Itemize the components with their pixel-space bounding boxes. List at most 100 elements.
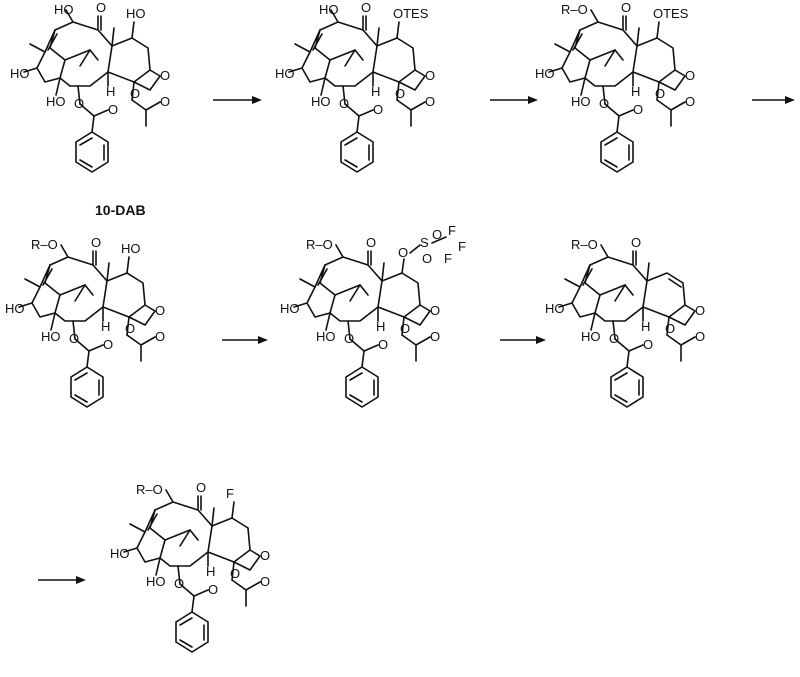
c10-substituent-label: R–O (561, 2, 588, 17)
c7-substituent-label: HO (121, 241, 141, 256)
c9-ketone-label: O (631, 235, 641, 250)
arrow-head (528, 96, 538, 104)
c10-bond (65, 9, 74, 23)
c13-hydroxyl-label: HO (280, 301, 300, 316)
acetate-carbonyl-label: O (155, 329, 165, 344)
c10-substituent-label: R–O (31, 237, 58, 252)
triflate-fluorine-label: F (458, 239, 466, 254)
oxetane-oxygen-label: O (155, 303, 165, 318)
c4-ester-oxygen-label: O (125, 321, 135, 336)
c7-bond (396, 21, 400, 39)
c9-ketone-label: O (96, 0, 106, 15)
c13-hydroxyl-label: HO (275, 66, 295, 81)
acetate-carbonyl-label: O (695, 329, 705, 344)
c4-ester-oxygen-label: O (655, 86, 665, 101)
c4-ester-oxygen-label: O (400, 321, 410, 336)
acetate-carbonyl-label: O (260, 574, 270, 589)
c13-hydroxyl-label: HO (110, 546, 130, 561)
c10-substituent-label: R–O (306, 237, 333, 252)
c13-hydroxyl-label: HO (5, 301, 25, 316)
arrow-head (252, 96, 262, 104)
arrow-head (785, 96, 795, 104)
c10-bond (330, 9, 339, 23)
acetate-carbonyl-label: O (430, 329, 440, 344)
c9-ketone-label: O (196, 480, 206, 495)
c3-hydrogen-label: H (101, 319, 110, 334)
c10-bond (600, 244, 609, 258)
triflate-fluorine-label: F (448, 223, 456, 238)
c7-substituent-label: OTES (393, 6, 429, 21)
oxetane-oxygen-label: O (430, 303, 440, 318)
benzoate-carbonyl-label: O (633, 102, 643, 117)
benzoate-carbonyl-label: O (208, 582, 218, 597)
c7-bond (231, 501, 235, 519)
c4-ester-oxygen-label: O (230, 566, 240, 581)
c7-bond (401, 258, 405, 274)
c1-hydroxyl-label: HO (46, 94, 66, 109)
c7-bond (656, 21, 660, 39)
reaction-arrow (213, 96, 262, 104)
triflate-sulfur-label: S (420, 235, 429, 250)
c1-hydroxyl-label: HO (571, 94, 591, 109)
c10-bond (165, 489, 174, 503)
caption-10-dab: 10-DAB (95, 202, 146, 218)
c1-hydroxyl-label: HO (41, 329, 61, 344)
c9-ketone-label: O (91, 235, 101, 250)
c3-hydrogen-label: H (376, 319, 385, 334)
c7-substituent-label: F (226, 486, 234, 501)
c7-bond (131, 21, 135, 39)
acetate-carbonyl-label: O (425, 94, 435, 109)
c3-hydrogen-label: H (206, 564, 215, 579)
c3-hydrogen-label: H (371, 84, 380, 99)
c3-hydrogen-label: H (641, 319, 650, 334)
c9-ketone-label: O (366, 235, 376, 250)
c2-ester-oxygen-label: O (174, 576, 184, 591)
c1-hydroxyl-label: HO (581, 329, 601, 344)
c10-substituent-label: HO (54, 2, 74, 17)
c2-ester-oxygen-label: O (74, 96, 84, 111)
c13-hydroxyl-label: HO (10, 66, 30, 81)
arrow-head (258, 336, 268, 344)
olefin-bond (668, 278, 682, 288)
c10-bond (590, 9, 599, 23)
c2-ester-oxygen-label: O (344, 331, 354, 346)
c13-hydroxyl-label: HO (545, 301, 565, 316)
c2-ester-oxygen-label: O (69, 331, 79, 346)
c10-bond (60, 244, 69, 258)
c4-ester-oxygen-label: O (130, 86, 140, 101)
reaction-arrow (222, 336, 268, 344)
oxetane-oxygen-label: O (260, 548, 270, 563)
c2-ester-oxygen-label: O (599, 96, 609, 111)
c1-hydroxyl-label: HO (316, 329, 336, 344)
oxetane-oxygen-label: O (425, 68, 435, 83)
c3-hydrogen-label: H (106, 84, 115, 99)
acetate-carbonyl-label: O (685, 94, 695, 109)
c13-hydroxyl-label: HO (535, 66, 555, 81)
benzoate-carbonyl-label: O (643, 337, 653, 352)
c10-substituent-label: R–O (571, 237, 598, 252)
c10-bond (335, 244, 344, 258)
oxetane-oxygen-label: O (685, 68, 695, 83)
acetate-carbonyl-label: O (160, 94, 170, 109)
c2-ester-oxygen-label: O (609, 331, 619, 346)
triflate-bond (431, 236, 447, 244)
benzoate-carbonyl-label: O (378, 337, 388, 352)
c4-ester-oxygen-label: O (395, 86, 405, 101)
triflate-fluorine-label: F (444, 251, 452, 266)
triflate-oxygen-label: O (398, 245, 408, 260)
c4-ester-oxygen-label: O (665, 321, 675, 336)
oxetane-oxygen-label: O (695, 303, 705, 318)
benzoate-carbonyl-label: O (108, 102, 118, 117)
benzoate-carbonyl-label: O (103, 337, 113, 352)
reaction-arrow (490, 96, 538, 104)
benzoate-carbonyl-label: O (373, 102, 383, 117)
